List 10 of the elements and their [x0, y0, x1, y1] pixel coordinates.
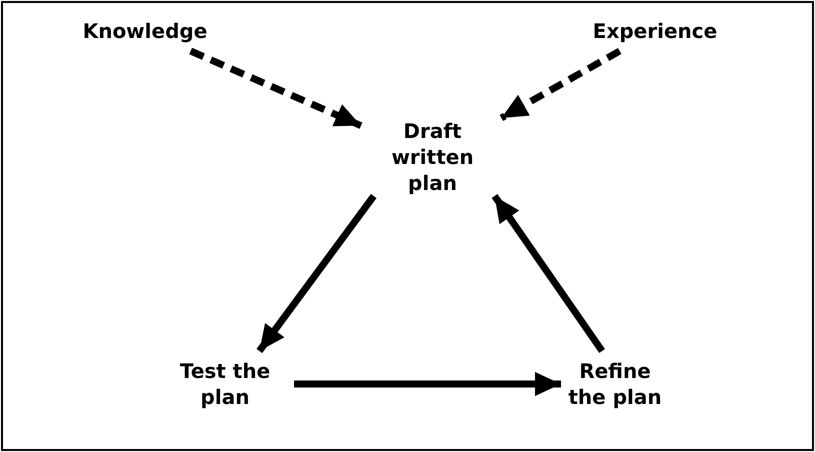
node-label: Test the plan — [178, 358, 272, 410]
node-label: Refine the plan — [567, 358, 663, 410]
arrow — [256, 194, 377, 354]
arrow — [492, 194, 605, 353]
arrow — [294, 372, 561, 396]
dashed-arrow — [500, 48, 622, 122]
node-label: Experience — [592, 18, 718, 44]
dashed-arrow — [189, 48, 362, 129]
node-label: Draft written plan — [390, 118, 475, 196]
node-label: Knowledge — [82, 18, 208, 44]
